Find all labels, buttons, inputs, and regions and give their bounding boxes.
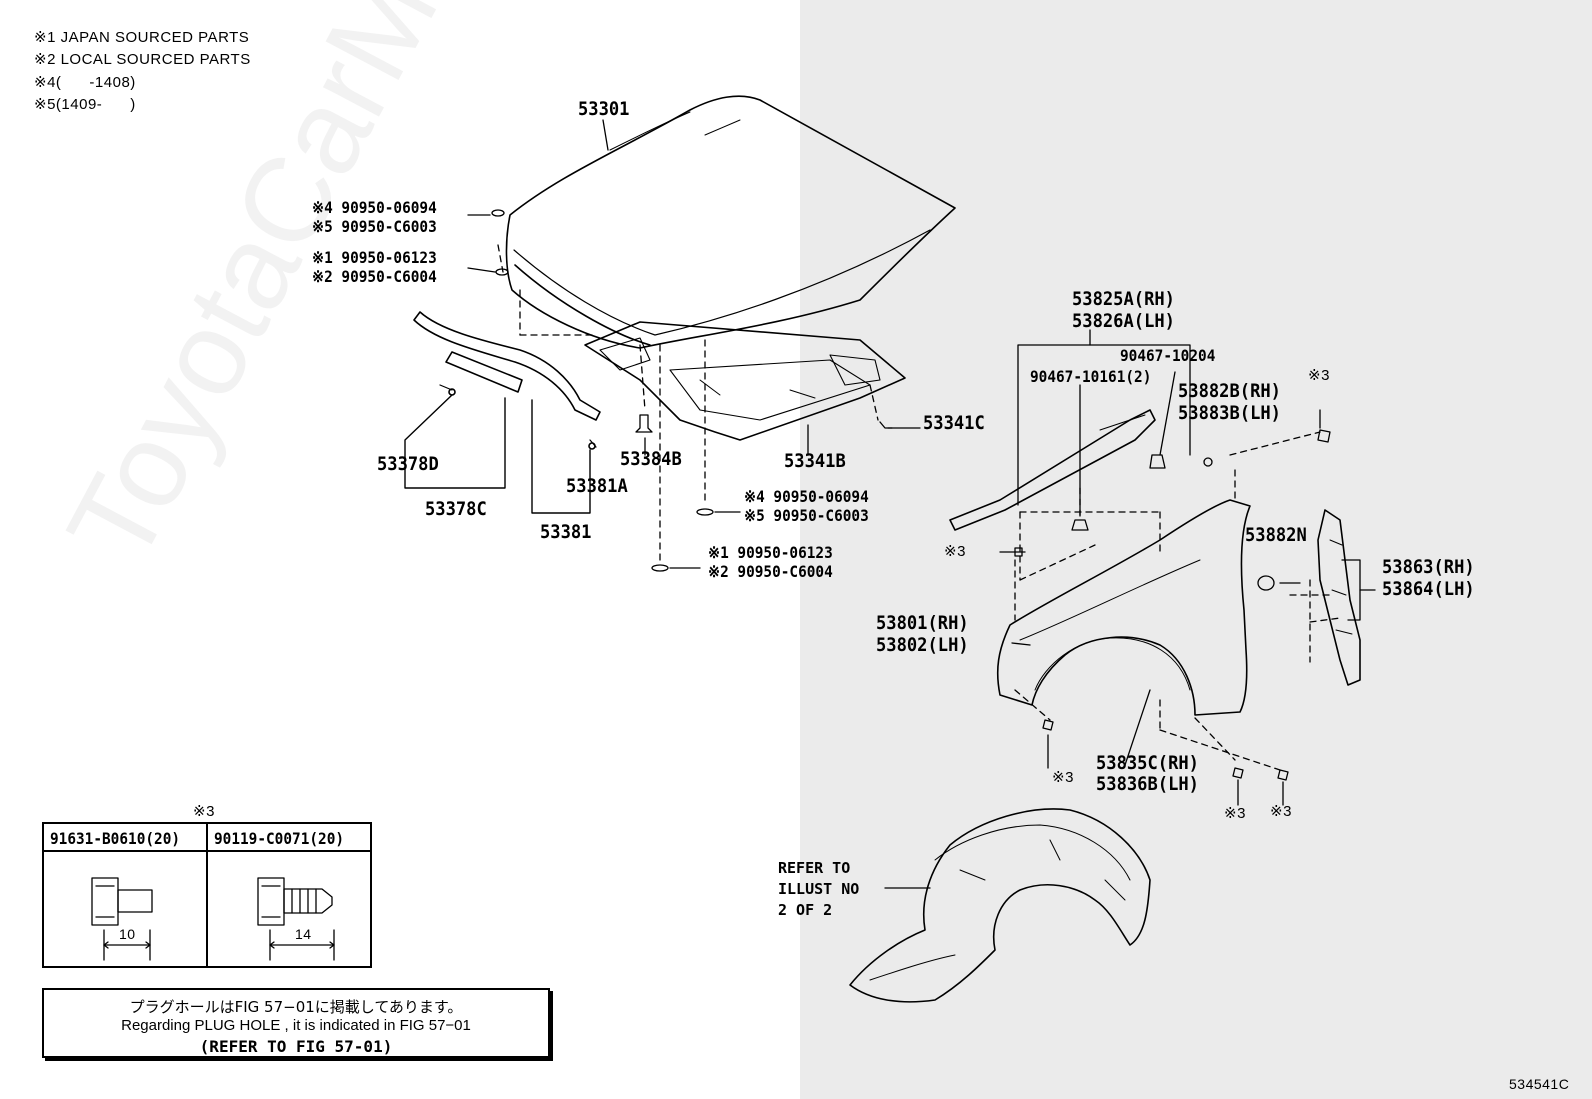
legend-item-4: ※4( -1408) [34,74,136,91]
label-mark3-b2: ※3 [1270,803,1292,820]
table-header-col2: 90119-C0071(20) [208,824,372,852]
label-53341c: 53341C [923,412,985,434]
fender-panel [996,499,1251,716]
label-53301: 53301 [578,98,630,120]
refer-line-1: REFER TO [778,859,851,877]
label-bottom-clip-b: ※5 90950-C6003 [744,506,869,525]
label-53836b: 53836B(LH) [1096,773,1199,795]
label-mark3-left: ※3 [1052,769,1074,786]
label-53378d: 53378D [377,453,439,475]
table-header-col1: 91631-B0610(20) [44,824,206,852]
table-mark: ※3 [193,803,215,820]
label-53826a: 53826A(LH) [1072,310,1175,332]
shaded-right-panel [800,0,1592,1099]
hood-panel [505,95,956,349]
refer-line-3: 2 OF 2 [778,901,833,919]
label-53835c: 53835C(RH) [1096,752,1199,774]
bolt-table: 91631-B0610(20) 90119-C0071(20) [42,822,372,968]
legend-item-5: ※5(1409- ) [34,96,136,113]
label-mark3-fender: ※3 [944,543,966,560]
label-90467-10161: 90467-10161(2) [1030,367,1152,386]
label-mark3-top: ※3 [1308,367,1330,384]
label-53381a: 53381A [566,475,628,497]
note-reference: (REFER TO FIG 57-01) [199,1037,393,1056]
legend-item-1: ※1 JAPAN SOURCED PARTS [34,29,250,46]
note-english: Regarding PLUG HOLE , it is indicated in… [121,1017,471,1034]
hood-seals [413,311,601,450]
label-53801: 53801(RH) [876,612,969,634]
fender-liner [849,808,1151,1003]
label-bottom-plug-b: ※2 90950-C6004 [708,562,833,581]
label-53864: 53864(LH) [1382,578,1475,600]
label-hood-plug-b: ※2 90950-C6004 [312,267,437,286]
label-bottom-plug-a: ※1 90950-06123 [708,543,833,562]
label-53378c: 53378C [425,498,487,520]
label-mark3-b1: ※3 [1224,805,1246,822]
dim-col2: 14 [295,926,312,942]
label-53863: 53863(RH) [1382,556,1475,578]
label-53384b: 53384B [620,448,682,470]
label-53381: 53381 [540,521,592,543]
table-divider [206,824,208,966]
fender-liner-bracket [1317,509,1361,686]
refer-note: REFER TO ILLUST NO 2 OF 2 [778,858,859,921]
label-bottom-clip-a: ※4 90950-06094 [744,487,869,506]
label-53825a: 53825A(RH) [1072,288,1175,310]
plug-hole-note: プラグホールはFIG 57−01に掲載してあります。 Regarding PLU… [42,988,550,1058]
refer-line-2: ILLUST NO [778,880,860,898]
label-hood-clip-a: ※4 90950-06094 [312,198,437,217]
hood-insulator [584,321,906,441]
legend-item-2: ※2 LOCAL SOURCED PARTS [34,51,251,68]
label-53883b: 53883B(LH) [1178,402,1281,424]
label-53882n: 53882N [1245,524,1307,546]
label-hood-clip-b: ※5 90950-C6003 [312,217,437,236]
note-japanese: プラグホールはFIG 57−01に掲載してあります。 [129,998,463,1016]
fender-bolts [1014,429,1331,781]
fender-molding [949,409,1156,531]
figure-id: 534541C [1509,1076,1570,1092]
bolt-drawings [91,877,335,961]
dim-col1: 10 [119,926,136,942]
label-hood-plug-a: ※1 90950-06123 [312,248,437,267]
label-90467-10204: 90467-10204 [1120,346,1216,365]
label-53341b: 53341B [784,450,846,472]
label-53882b: 53882B(RH) [1178,380,1281,402]
label-53802: 53802(LH) [876,634,969,656]
